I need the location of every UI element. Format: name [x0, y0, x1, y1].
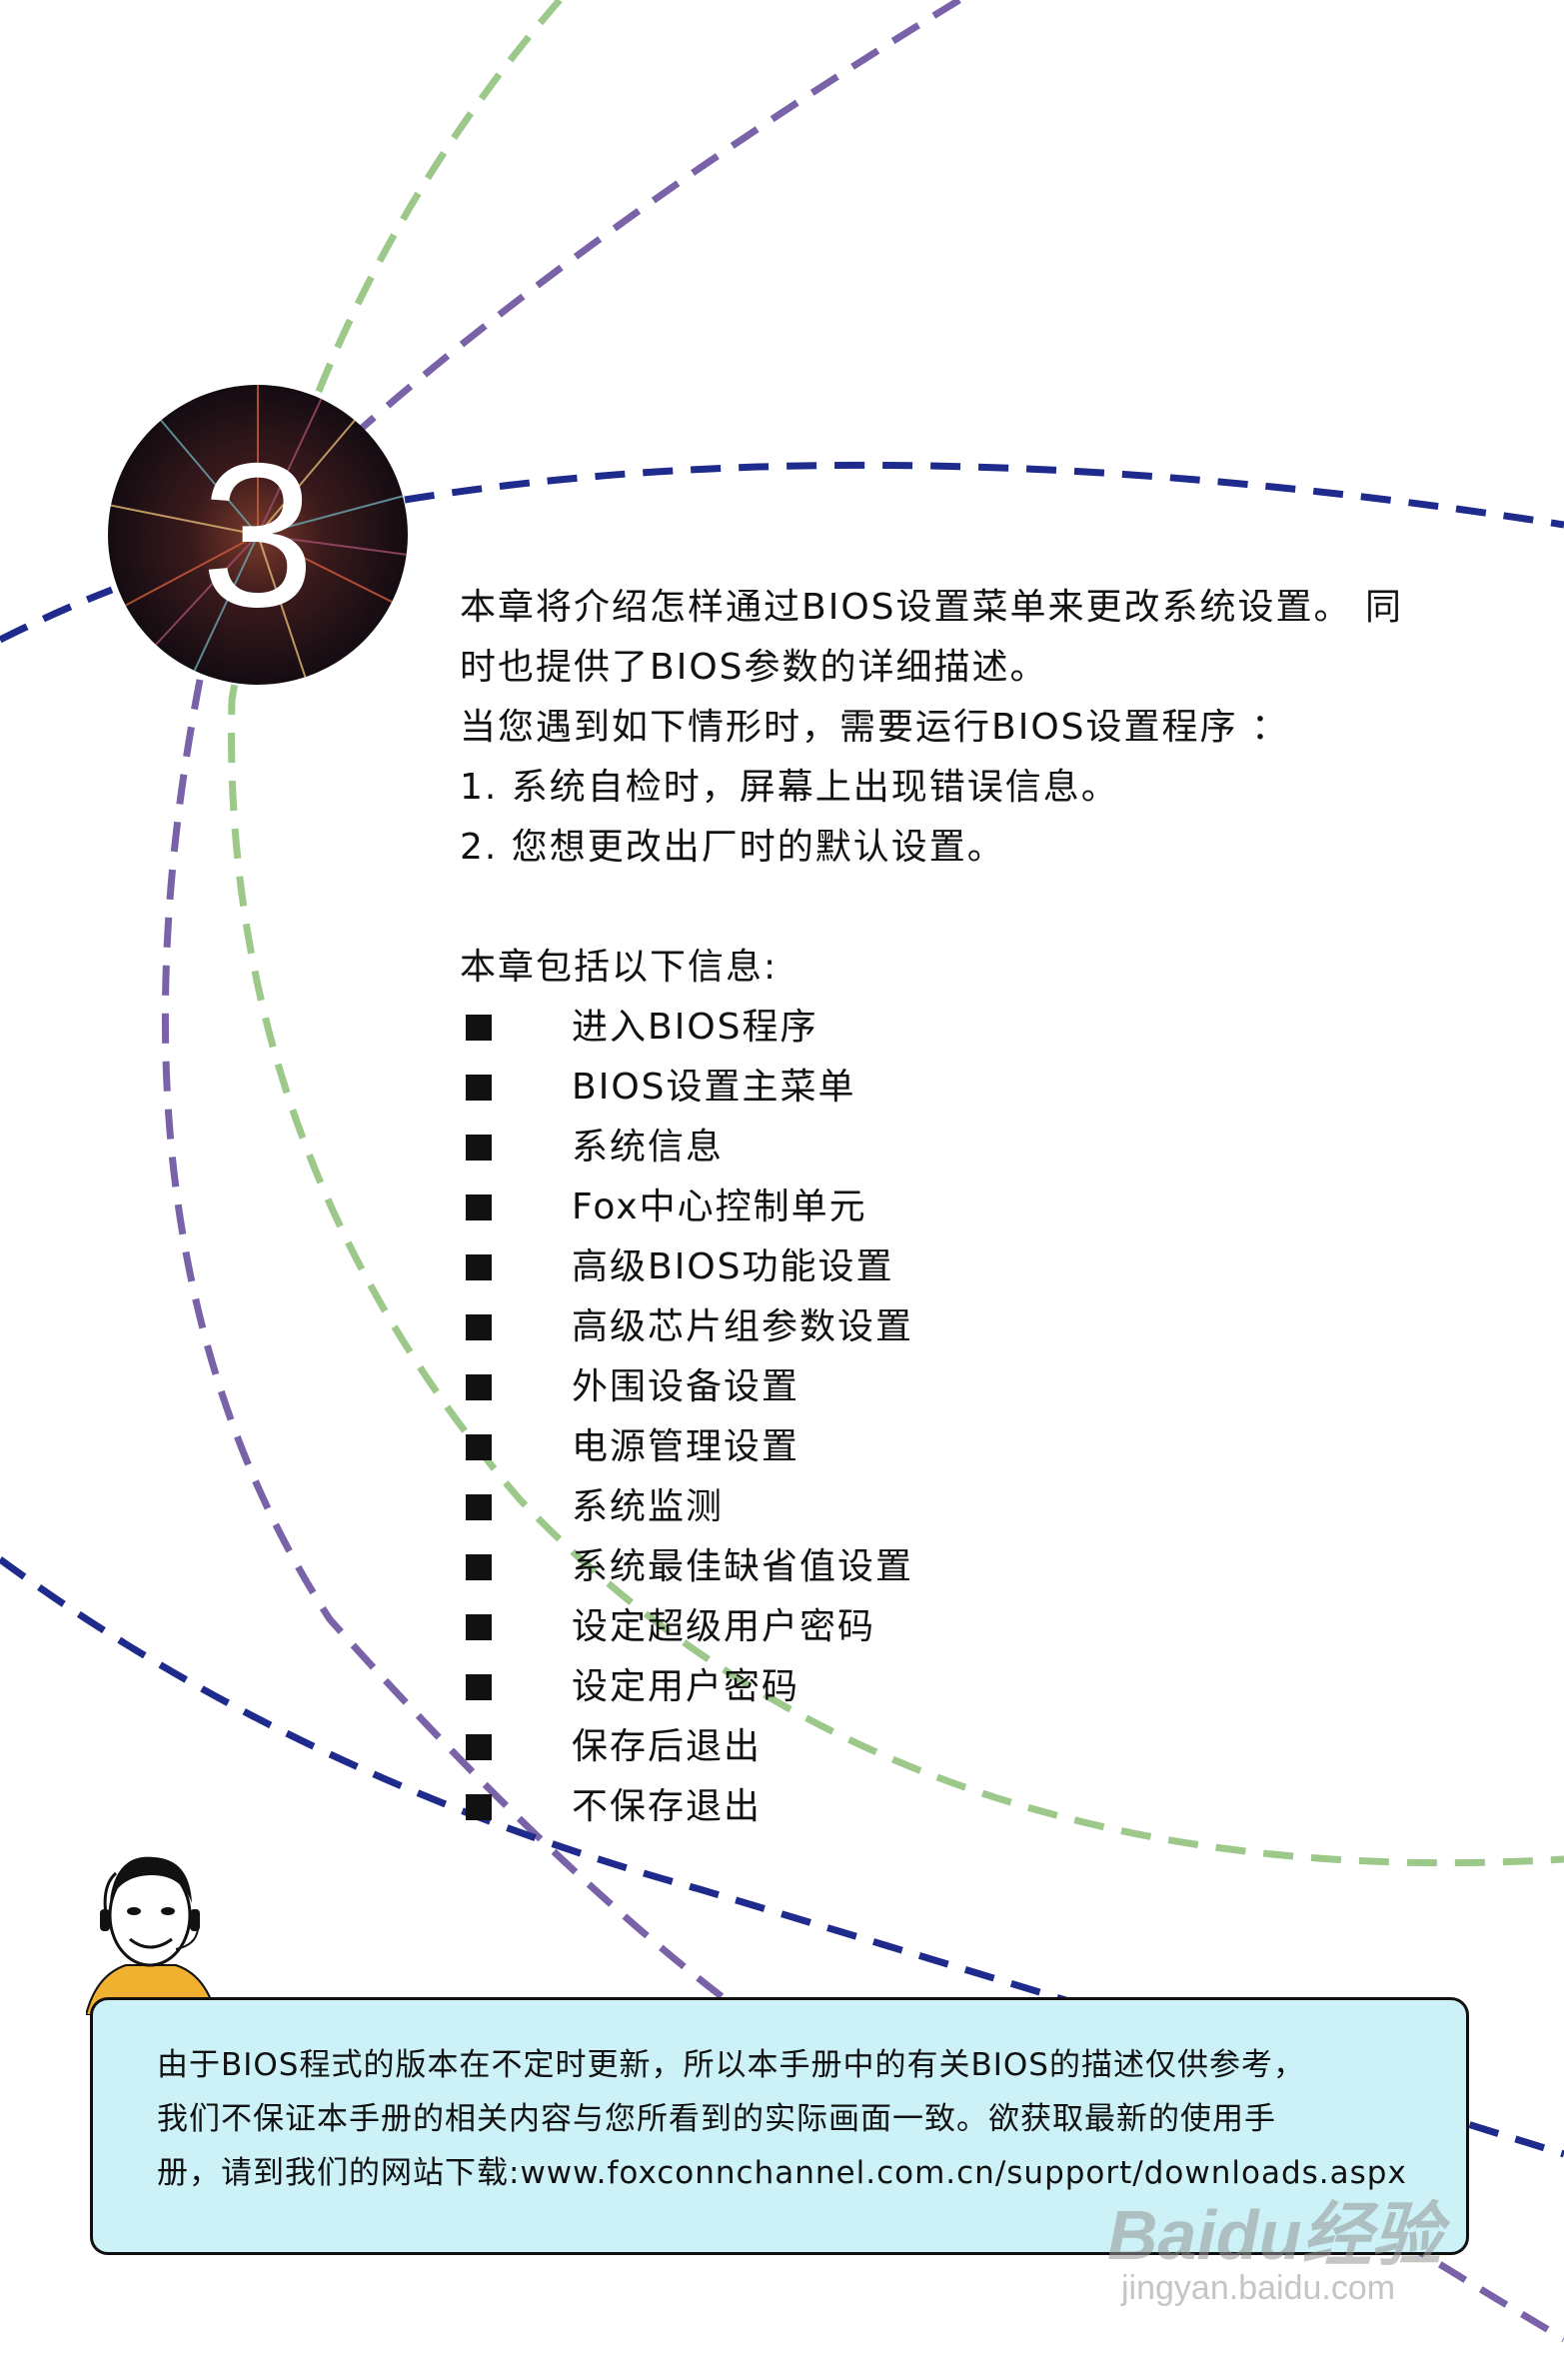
starburst-graphic	[108, 385, 408, 685]
toc-item: 进入BIOS程序	[460, 998, 1459, 1058]
square-bullet-icon	[466, 1494, 492, 1520]
watermark-url: jingyan.baidu.com	[1121, 2269, 1396, 2307]
chapter-number: 3	[200, 420, 315, 650]
toc-item-label: 进入BIOS程序	[572, 1007, 818, 1048]
toc-item: BIOS设置主菜单	[460, 1058, 1459, 1118]
square-bullet-icon	[466, 1434, 492, 1460]
spacer	[460, 878, 1459, 938]
square-bullet-icon	[466, 1734, 492, 1760]
toc-item-label: 系统最佳缺省值设置	[572, 1546, 914, 1587]
chapter-badge: 3	[108, 385, 408, 685]
intro-case: 2. 您想更改出厂时的默认设置。	[460, 827, 1005, 868]
notice-line: 由于BIOS程式的版本在不定时更新，所以本手册中的有关BIOS的描述仅供参考，	[157, 2047, 1305, 2083]
support-agent-avatar-icon	[86, 1856, 216, 2015]
square-bullet-icon	[466, 1614, 492, 1640]
toc-item: 系统监测	[460, 1477, 1459, 1537]
toc-item: 高级芯片组参数设置	[460, 1297, 1459, 1357]
toc-item-label: 系统信息	[572, 1127, 725, 1168]
toc-item: 设定用户密码	[460, 1657, 1459, 1717]
toc-item: Fox中心控制单元	[460, 1178, 1459, 1237]
toc-item: 高级BIOS功能设置	[460, 1237, 1459, 1297]
toc-heading: 本章包括以下信息:	[460, 947, 779, 988]
square-bullet-icon	[466, 1674, 492, 1700]
toc-item-label: 外围设备设置	[572, 1366, 800, 1407]
watermark-logo: Baidu经验	[1107, 2196, 1442, 2274]
purple-dashed-arc-upper	[357, 0, 961, 433]
toc-item: 设定超级用户密码	[460, 1597, 1459, 1657]
navy-dashed-arc-left	[0, 586, 114, 644]
intro-line: 时也提供了BIOS参数的详细描述。	[460, 647, 1048, 688]
toc-item: 系统最佳缺省值设置	[460, 1537, 1459, 1597]
square-bullet-icon	[466, 1135, 492, 1161]
square-bullet-icon	[466, 1015, 492, 1041]
intro-line: 当您遇到如下情形时，需要运行BIOS设置程序 ：	[460, 707, 1289, 748]
square-bullet-icon	[466, 1075, 492, 1101]
toc-item: 电源管理设置	[460, 1417, 1459, 1477]
navy-dashed-arc-top	[404, 461, 1564, 529]
purple-dashed-arc-lower	[161, 679, 782, 2042]
square-bullet-icon	[466, 1254, 492, 1280]
chapter-intro: 本章将介绍怎样通过BIOS设置菜单来更改系统设置。 同 时也提供了BIOS参数的…	[460, 578, 1459, 1837]
navy-dashed-arc-lower	[0, 1556, 1564, 2158]
toc-item: 系统信息	[460, 1118, 1459, 1178]
update-notice-box: 由于BIOS程式的版本在不定时更新，所以本手册中的有关BIOS的描述仅供参考， …	[90, 1997, 1469, 2255]
toc-item: 保存后退出	[460, 1717, 1459, 1777]
square-bullet-icon	[466, 1554, 492, 1580]
toc-item-label: 设定超级用户密码	[572, 1606, 876, 1647]
baidu-watermark: Baidu经验 jingyan.baidu.com	[1107, 2179, 1527, 2329]
toc-item-label: 设定用户密码	[572, 1666, 800, 1707]
toc-item: 外围设备设置	[460, 1357, 1459, 1417]
notice-line: 我们不保证本手册的相关内容与您所看到的实际画面一致。欲获取最新的使用手	[157, 2101, 1276, 2137]
intro-line: 本章将介绍怎样通过BIOS设置菜单来更改系统设置。 同	[460, 587, 1403, 628]
toc-item-label: 高级芯片组参数设置	[572, 1306, 914, 1347]
square-bullet-icon	[466, 1374, 492, 1400]
toc-item-label: 不保存退出	[572, 1786, 763, 1827]
notice-line: 册，请到我们的网站下载:www.foxconnchannel.com.cn/su…	[157, 2155, 1407, 2191]
toc-item-label: Fox中心控制单元	[572, 1187, 867, 1227]
intro-case: 1. 系统自检时，屏幕上出现错误信息。	[460, 767, 1119, 808]
green-dashed-arc	[228, 0, 1564, 1867]
toc-item-label: 系统监测	[572, 1486, 725, 1527]
toc-item-label: BIOS设置主菜单	[572, 1067, 856, 1108]
toc-item-label: 电源管理设置	[572, 1426, 800, 1467]
toc-item-label: 高级BIOS功能设置	[572, 1246, 894, 1287]
toc-item: 不保存退出	[460, 1777, 1459, 1837]
square-bullet-icon	[466, 1314, 492, 1340]
square-bullet-icon	[466, 1194, 492, 1220]
toc-item-label: 保存后退出	[572, 1726, 763, 1767]
toc-list: 进入BIOS程序 BIOS设置主菜单 系统信息 Fox中心控制单元 高级BIOS…	[460, 998, 1459, 1837]
square-bullet-icon	[466, 1794, 492, 1820]
